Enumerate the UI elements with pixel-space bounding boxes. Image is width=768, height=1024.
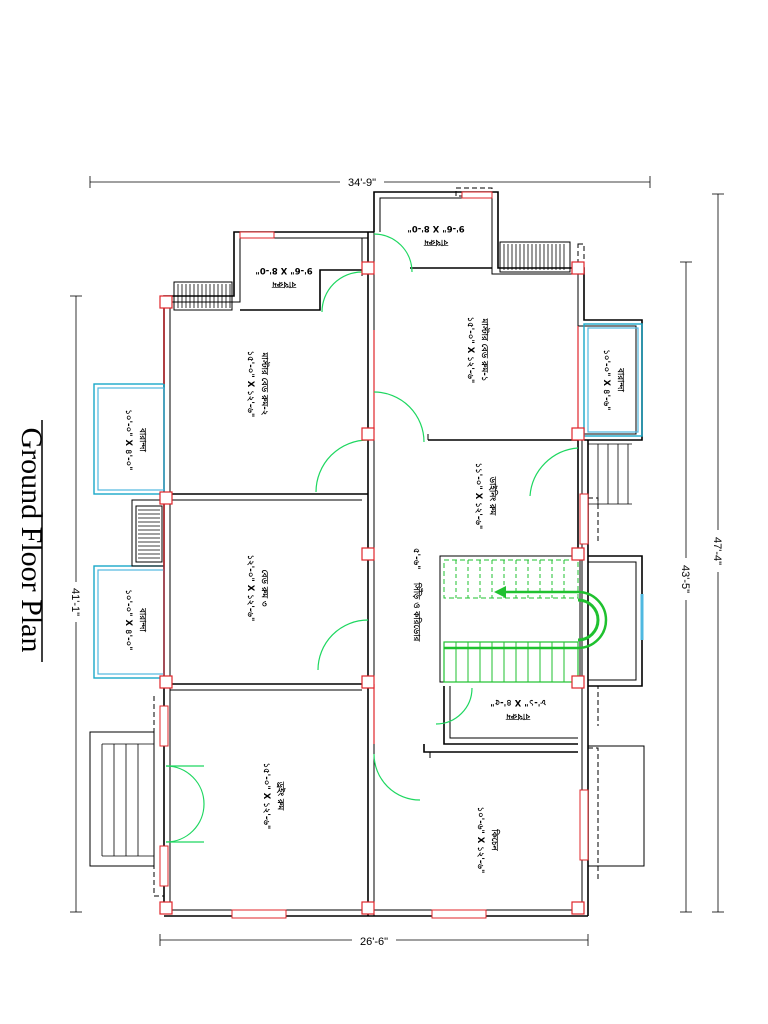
room-labels: বাথরুম 9'-6" X 8'-0" বাথরুম 9'-6" X 8'-0… <box>123 223 625 873</box>
dimension-lines: 34'-9" 26'-6" 41'-1" 43'-5" 47'-4" <box>68 172 726 948</box>
svg-text:১২'-০" X ১২'-৬": ১২'-০" X ১২'-৬" <box>245 555 255 622</box>
svg-text:বেড রুম ৩: বেড রুম ৩ <box>259 569 269 607</box>
room-label-master-bedroom-2: মাস্টার বেড রুম-২ ১৫'-০" X ১২'-৬" <box>245 351 272 418</box>
room-label-balcony-right: বারান্দা ১০'-০" X ৪'-৬" <box>601 349 625 410</box>
room-label-bath-top-right: বাথরুম 9'-6" X 8'-0" <box>407 223 464 247</box>
svg-text:মাস্টার বেড রুম-২: মাস্টার বেড রুম-২ <box>259 352 272 416</box>
svg-text:৮'-১" X ৪'-৫": ৮'-১" X ৪'-৫" <box>490 697 547 707</box>
svg-text:১০'-০" X ৪'-০": ১০'-০" X ৪'-০" <box>123 589 133 650</box>
svg-text:বারান্দা: বারান্দা <box>615 367 625 392</box>
svg-text:কিচেন: কিচেন <box>489 828 501 851</box>
room-label-balcony-left-mid: বারান্দা ১০'-০" X ৪'-০" <box>123 589 147 650</box>
room-label-bath-top-left: বাথরুম 9'-6" X 8'-0" <box>255 265 312 289</box>
dimension-bottom-label: 26'-6" <box>360 936 388 948</box>
dashed-projections <box>153 187 599 897</box>
room-label-bedroom-3: বেড রুম ৩ ১২'-০" X ১২'-৬" <box>245 555 269 622</box>
dimension-left-label: 41'-1" <box>69 588 81 616</box>
svg-text:১০'-০" X ৪'-০": ১০'-০" X ৪'-০" <box>123 409 133 470</box>
svg-text:বাথরুম: বাথরুম <box>423 237 449 247</box>
svg-text:9'-6" X 8'-0": 9'-6" X 8'-0" <box>255 265 312 275</box>
dimension-right-outer-label: 47'-4" <box>711 537 723 565</box>
plan-title: Ground Floor Plan <box>15 428 48 653</box>
svg-text:বাথরুম: বাথরুম <box>271 279 297 289</box>
svg-text:১৫'-০" X ১২'-৬": ১৫'-০" X ১২'-৬" <box>261 763 271 830</box>
dimension-right-inner-label: 43'-5" <box>679 565 691 593</box>
svg-text:১৫'-০" X ১২'-৬": ১৫'-০" X ১২'-৬" <box>465 317 475 384</box>
room-label-master-bedroom-1: মাস্টার বেড রুম-১ ১৫'-০" X ১২'-৬" <box>465 317 492 384</box>
interior-walls <box>164 232 581 916</box>
doors <box>165 233 579 843</box>
svg-text:ড্রইং রুম: ড্রইং রুম <box>275 781 287 812</box>
svg-text:১০'-০" X ৪'-৬": ১০'-০" X ৪'-৬" <box>601 349 611 410</box>
svg-text:মাস্টার বেড রুম-১: মাস্টার বেড রুম-১ <box>479 318 492 382</box>
columns <box>159 261 585 915</box>
room-label-bath-small: বাথরুম ৮'-১" X ৪'-৫" <box>490 697 547 721</box>
svg-text:বাথরুম: বাথরুম <box>505 711 531 721</box>
room-label-balcony-left-top: বারান্দা ১০'-০" X ৪'-০" <box>123 409 147 470</box>
svg-text:১১'-০" X ১২'-৬": ১১'-০" X ১২'-৬" <box>473 463 483 530</box>
svg-text:বারান্দা: বারান্দা <box>137 427 147 452</box>
svg-text:ডাইনিং রুম: ডাইনিং রুম <box>487 476 499 517</box>
room-label-stair-corridor: সিঁড়ি ও করিডোর ৫'-৬" <box>411 548 425 643</box>
svg-text:সিঁড়ি ও করিডোর: সিঁড়ি ও করিডোর <box>411 582 425 643</box>
outer-walls <box>163 191 644 917</box>
svg-text:১৫'-০" X ১২'-৬": ১৫'-০" X ১২'-৬" <box>245 351 255 418</box>
dimension-top-label: 34'-9" <box>348 177 376 189</box>
grille-vents <box>135 241 571 563</box>
plan-title-group: Ground Floor Plan <box>15 420 48 662</box>
entrance-steps <box>89 443 645 867</box>
room-label-drawing: ড্রইং রুম ১৫'-০" X ১২'-৬" <box>261 763 287 830</box>
room-label-kitchen: কিচেন ১০'-৬" X ১২'-৬" <box>475 807 501 874</box>
windows <box>159 191 589 919</box>
svg-text:বারান্দা: বারান্দা <box>137 607 147 632</box>
svg-text:১০'-৬" X ১২'-৬": ১০'-৬" X ১২'-৬" <box>475 807 485 874</box>
svg-text:9'-6" X 8'-0": 9'-6" X 8'-0" <box>407 223 464 233</box>
room-label-dining: ডাইনিং রুম ১১'-০" X ১২'-৬" <box>473 463 499 530</box>
svg-text:৫'-৬": ৫'-৬" <box>411 548 421 570</box>
staircase <box>443 559 608 683</box>
